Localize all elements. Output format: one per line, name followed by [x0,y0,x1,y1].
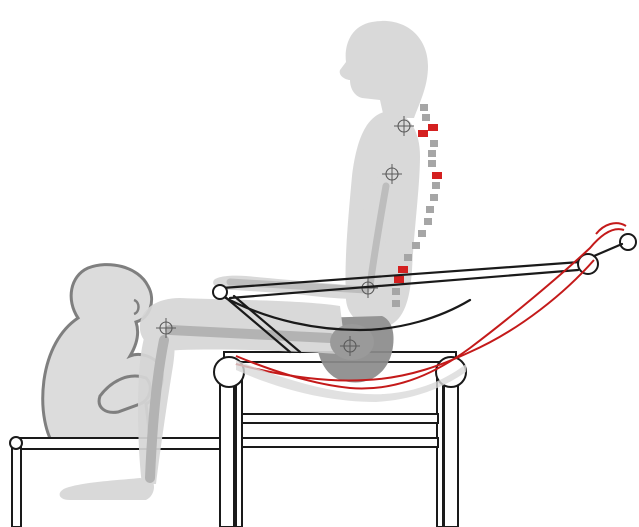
vertebra [420,104,428,111]
vertebra [418,130,428,137]
rocker-end-left [213,285,227,299]
vertebra [428,150,436,157]
adult-head [340,21,428,118]
vertebra [424,218,432,225]
vertebra [418,230,426,237]
rocker-tip [620,234,636,250]
vertebra [392,300,400,307]
stool-top-rail [14,438,224,449]
vertebra [430,140,438,147]
bench-leg-right [444,372,458,527]
vertebra [432,182,440,189]
vertebra [398,266,408,273]
adult-foot [60,478,154,500]
bench-rail-lower [242,438,438,447]
vertebra [432,172,442,179]
bench-leg-left-inner [236,372,242,527]
bench-leg-left [220,372,234,527]
vertebra [426,206,434,213]
vertebra [404,254,412,261]
bench-leg-right-inner [437,372,443,527]
vertebra [428,124,438,131]
vertebra [428,160,436,167]
vertebra [394,276,404,283]
stool-leg-left [12,446,21,527]
vertebra [392,288,400,295]
stool-cap-left [10,437,22,449]
bench-rail-upper [242,414,438,423]
vertebra [430,194,438,201]
vertebra [422,114,430,121]
vertebra [412,242,420,249]
rocker-tip-arm [594,244,622,256]
